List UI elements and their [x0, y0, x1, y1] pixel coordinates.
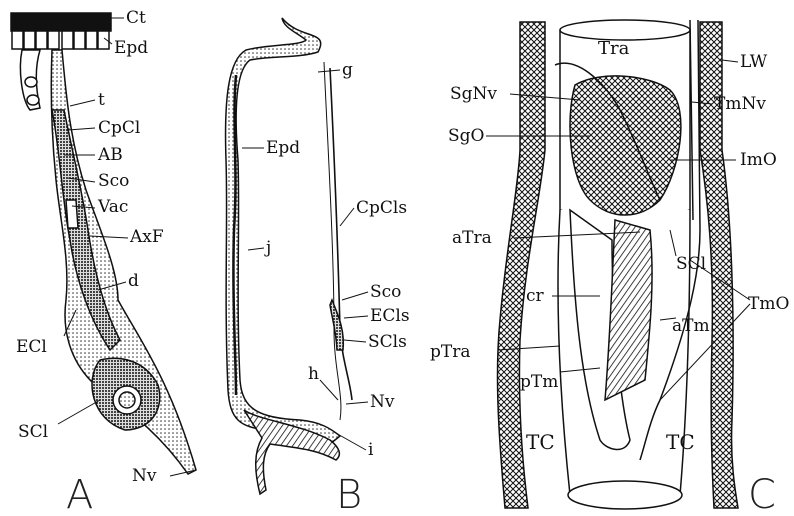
label-g: g [342, 62, 353, 79]
label-cpcls: CpCls [356, 200, 407, 217]
label-ct: Ct [126, 10, 146, 27]
label-ecls: ECls [370, 308, 410, 325]
label-d: d [128, 273, 139, 290]
label-vac: Vac [98, 199, 128, 216]
label-scl-c: SCl [676, 256, 706, 273]
label-atra: aTra [452, 230, 492, 247]
label-tmo: TmO [748, 296, 789, 313]
label-scl-a: SCl [18, 424, 48, 441]
label-tmnv: TmNv [714, 96, 766, 113]
label-epd-b: Epd [266, 140, 300, 157]
label-ptra: pTra [430, 344, 470, 361]
label-ecl: ECl [16, 339, 47, 356]
label-h: h [308, 366, 319, 383]
label-sgo: SgO [448, 128, 484, 145]
label-i: i [368, 442, 373, 459]
label-lw: LW [740, 54, 767, 71]
label-epd-a: Epd [114, 40, 148, 57]
label-j: j [266, 240, 271, 257]
label-t: t [98, 92, 105, 109]
label-scls: SCls [368, 334, 407, 351]
label-sgnv: SgNv [450, 86, 497, 103]
label-sco-a: Sco [98, 173, 129, 190]
label-atm: aTm [672, 318, 710, 335]
label-ptm: pTm [520, 374, 558, 391]
label-axf: AxF [130, 229, 164, 246]
label-nv-a: Nv [132, 468, 156, 485]
label-tra: Tra [598, 40, 629, 57]
label-ab: AB [98, 147, 123, 164]
label-imo: ImO [740, 152, 777, 169]
label-tc-left: TC [526, 434, 555, 451]
label-cr: cr [526, 288, 544, 305]
label-tc-right: TC [666, 434, 695, 451]
label-sco-b: Sco [370, 284, 401, 301]
label-nv-b: Nv [370, 394, 394, 411]
label-cpcl: CpCl [98, 120, 140, 137]
